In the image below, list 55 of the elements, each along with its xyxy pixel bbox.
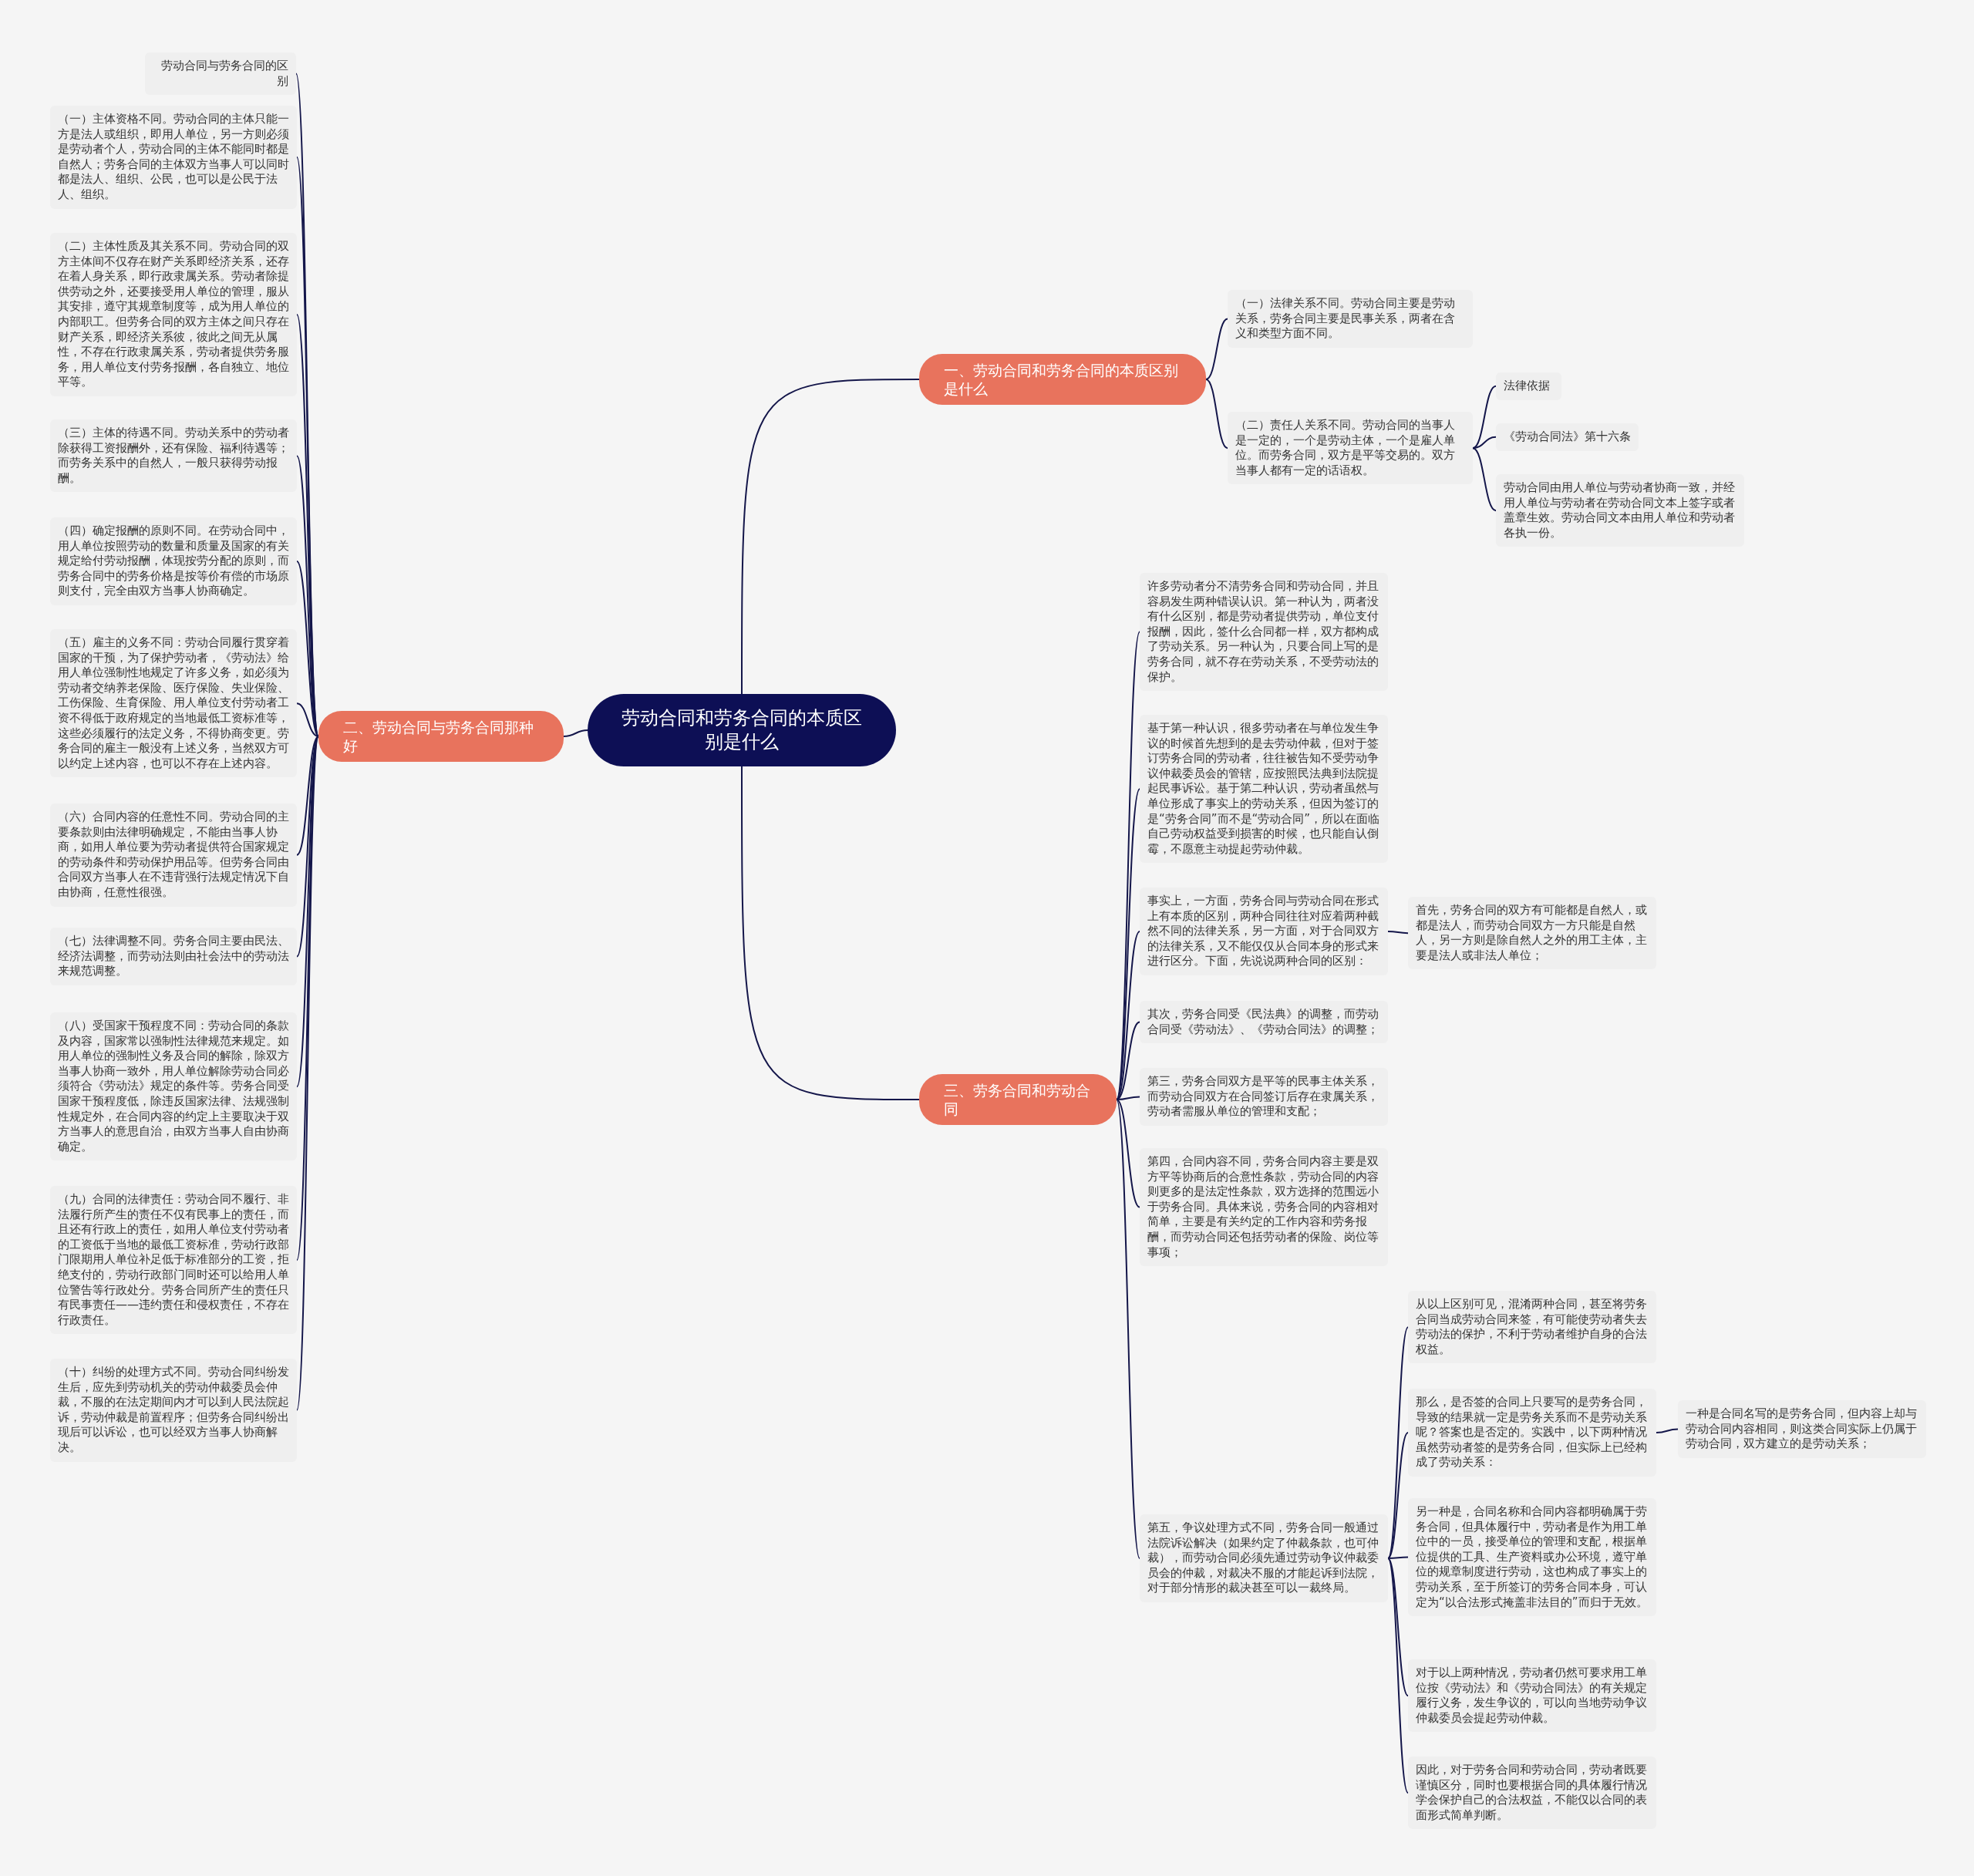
topic-box: （九）合同的法律责任：劳动合同不履行、非法履行所产生的责任不仅有民事上的责任，而且还有行政上的责任，如用人单位支付劳动者的工资低于当地的最低工资标准，劳动行政部门限期用人单位补足低于标准部分的工资，拒绝支付的，劳动行政部门同时还可以给用人单位警告等行政处分。劳务合同所产生的责任只有民事责任——违约责任和侵权责任，不存在行政责任。 <box>50 1186 297 1335</box>
topic-box: （三）主体的待遇不同。劳动关系中的劳动者除获得工资报酬外，还有保险、福利待遇等；而劳务关系中的自然人，一般只获得劳动报酬。 <box>50 419 297 493</box>
topic-box: 首先，劳务合同的双方有可能都是自然人，或都是法人，而劳动合同双方一方只能是自然人，另一方则是除自然人之外的用工主体，主要是法人或非法人单位； <box>1408 897 1656 970</box>
connector-line <box>1116 1096 1140 1100</box>
connector-line <box>1472 447 1497 512</box>
topic-box: （五）雇主的义务不同：劳动合同履行贯穿着国家的干预，为了保护劳动者，《劳动法》给用人单位强制性地规定了许多义务，如必须为劳动者交纳养老保险、医疗保险、失业保险、工伤保险、生育保险、用人单位支付劳动者工资不得低于政府规定的当地最低工资标准等，这些必须履行的法定义务，不得协商变更。劳务合同的雇主一般没有上述义务，当然双方可以约定上述内容，也可以不存在上述内容。 <box>50 629 297 778</box>
topic-box: （一）主体资格不同。劳动合同的主体只能一方是法人或组织，即用人单位，另一方则必须是劳动者个人，劳动合同的主体不能同时都是自然人；劳务合同的主体双方当事人可以同时都是法人、组织、公民，也可以是公民于法人、组织。 <box>50 106 297 209</box>
connector-line <box>741 379 920 695</box>
topic-box: 一种是合同名写的是劳务合同，但内容上却与劳动合同内容相同，则这类合同实际上仍属于劳动合同，双方建立的是劳动关系； <box>1678 1400 1926 1458</box>
topic-box: （一）法律关系不同。劳动合同主要是劳动关系，劳务合同主要是民事关系，两者在含义和类型方面不同。 <box>1228 290 1473 348</box>
connector-line <box>296 702 319 737</box>
connector-line <box>1387 1326 1409 1559</box>
connector-line <box>1205 318 1228 380</box>
connector-line <box>1116 1021 1140 1100</box>
connector-line <box>1387 1556 1409 1559</box>
topic-box: （七）法律调整不同。劳务合同主要由民法、经济法调整，而劳动法则由社会法中的劳动法来规范调整。 <box>50 928 297 985</box>
topic-box: 从以上区别可见，混淆两种合同，甚至将劳务合同当成劳动合同来签，有可能使劳动者失去劳动法的保护，不利于劳动者维护自身的合法权益。 <box>1408 1291 1656 1364</box>
connector-line <box>1387 1558 1409 1697</box>
branch-topic: 一、劳动合同和劳务合同的本质区别是什么 <box>919 354 1206 405</box>
topic-box: 第四，合同内容不同，劳务合同内容主要是双方平等协商后的合意性条款，劳动合同的内容则更多的是法定性条款，双方选择的范围远小于劳务合同。具体来说，劳务合同的内容相对简单，主要是有关约定的工作内容和劳务报酬，而劳动合同还包括劳动者的保险、岗位等事项； <box>1140 1148 1388 1267</box>
connector-line <box>1472 385 1497 450</box>
topic-box: 对于以上两种情况，劳动者仍然可要求用工单位按《劳动法》和《劳动合同法》的有关规定履行义务，发生争议的，可以向当地劳动争议仲裁委员会提起劳动仲裁。 <box>1408 1659 1656 1733</box>
topic-box: 许多劳动者分不清劳务合同和劳动合同，并且容易发生两种错误认识。第一种认为，两者没有什么区别，都是劳动者提供劳动，单位支付报酬，因此，签什么合同都一样，双方都构成了劳动关系。另一种认为，只要合同上写的是劳务合同，就不存在劳动关系，不受劳动法的保护。 <box>1140 573 1388 692</box>
topic-box: 另一种是，合同名称和合同内容都明确属于劳务合同，但具体履行中，劳动者是作为用工单位中的一员，接受单位的管理和支配，根据单位提供的工具、生产资料或办公环境，遵守单位的规章制度进行劳动，这也构成了事实上的劳动关系，至于所签订的劳务合同本身，可认定为“以合法形式掩盖非法目的”而归于无效。 <box>1408 1498 1656 1617</box>
connector-line <box>296 736 319 856</box>
topic-box: 劳动合同与劳务合同的区别 <box>145 52 296 96</box>
connector-line <box>563 729 588 737</box>
connector-line <box>1205 379 1228 450</box>
connector-line <box>1387 931 1409 935</box>
connector-line <box>1387 1432 1409 1559</box>
connector-line <box>1116 1099 1140 1208</box>
topic-box: 劳动合同由用人单位与劳动者协商一致，并经用人单位与劳动者在劳动合同文本上签字或者盖章生效。劳动合同文本由用人单位和劳动者各执一份。 <box>1496 474 1744 547</box>
topic-box: 那么，是否签的合同上只要写的是劳务合同，导致的结果就一定是劳务关系而不是劳动关系呢？答案也是否定的。实践中，以下两种情况虽然劳动者签的是劳务合同，但实际上已经构成了劳动关系： <box>1408 1389 1656 1477</box>
topic-box: 《劳动合同法》第十六条 <box>1496 423 1639 451</box>
connector-line <box>1116 1099 1140 1559</box>
topic-box: 基于第一种认识，很多劳动者在与单位发生争议的时候首先想到的是去劳动仲裁，但对于签订劳务合同的劳动者，往往被告知不受劳动争议仲裁委员会的管辖，应按照民法典到法院提起民事诉讼。基于第二种认识，劳动者虽然与单位形成了事实上的劳动关系，但因为签订的是“劳务合同”而不是“劳动合同”，所以在面临自己劳动权益受到损害的时候，也只能自认倒霉，不愿意主动提起劳动仲裁。 <box>1140 715 1388 864</box>
branch-topic: 三、劳务合同和劳动合同 <box>919 1074 1117 1125</box>
topic-box: 因此，对于劳务合同和劳动合同，劳动者既要谨慎区分，同时也要根据合同的具体履行情况学会保护自己的合法权益，不能仅以合同的表面形式简单判断。 <box>1408 1756 1656 1830</box>
connector-line <box>1656 1428 1679 1433</box>
topic-box: （四）确定报酬的原则不同。在劳动合同中，用人单位按照劳动的数量和质量及国家的有关规定给付劳动报酬，体现按劳分配的原则，而劳务合同中的劳务价格是按等价有偿的市场原则支付，完全由双方当事人协商确定。 <box>50 517 297 605</box>
connector-line <box>741 766 920 1100</box>
topic-box: （六）合同内容的任意性不同。劳动合同的主要条款则由法律明确规定，不能由当事人协商，如用人单位要为劳动者提供符合国家规定的劳动条件和劳动保护用品等。但劳务合同由合同双方当事人在不违背强行法规定情况下自由协商，任意性很强。 <box>50 803 297 907</box>
branch-topic: 二、劳动合同与劳务合同那种好 <box>318 711 564 762</box>
topic-box: （二）主体性质及其关系不同。劳动合同的双方主体间不仅存在财产关系即经济关系，还存在着人身关系，即行政隶属关系。劳动者除提供劳动之外，还要接受用人单位的管理，服从其安排，遵守其规章制度等，成为用人单位的内部职工。但劳务合同的双方主体之间只存在财产关系，即经济关系彼，彼此之间无从属性，不存在行政隶属关系，劳动者提供劳务服务，用人单位支付劳务报酬，各自独立、地位平等。 <box>50 233 297 396</box>
topic-box: 事实上，一方面，劳务合同与劳动合同在形式上有本质的区别，两种合同往往对应着两种截然不同的法律关系，另一方面，对于合同双方的法律关系，又不能仅仅从合同本身的形式来进行区分。下面，先说说两种合同的区别： <box>1140 887 1388 975</box>
topic-box: 第五，争议处理方式不同，劳务合同一般通过法院诉讼解决（如果约定了仲裁条款，也可仲裁），而劳动合同必须先通过劳动争议仲裁委员会的仲裁，对裁决不服的才能起诉到法院，对于部分情形的裁决甚至可以一裁终局。 <box>1140 1514 1388 1602</box>
connector-line <box>1387 1558 1409 1794</box>
topic-box: 第三，劳务合同双方是平等的民事主体关系，而劳动合同双方在合同签订后存在隶属关系，劳动者需服从单位的管理和支配； <box>1140 1068 1388 1126</box>
topic-box: 法律依据 <box>1496 372 1561 400</box>
topic-box: （八）受国家干预程度不同：劳动合同的条款及内容，国家常以强制性法律规范来规定。如用人单位的强制性义务及合同的解除，除双方当事人协商一致外，用人单位解除劳动合同必须符合《劳动法》规定的条件等。劳务合同受国家干预程度低，除违反国家法律、法规强制性规定外，在合同内容的约定上主要取决于双方当事人的意思自治，由双方当事人自由协商确定。 <box>50 1012 297 1161</box>
connector-line <box>296 561 319 737</box>
central-topic: 劳动合同和劳务合同的本质区别是什么 <box>588 694 896 766</box>
topic-box: 其次，劳务合同受《民法典》的调整，而劳动合同受《劳动法》、《劳动合同法》的调整； <box>1140 1001 1388 1044</box>
topic-box: （二）责任人关系不同。劳动合同的当事人是一定的，一个是劳动主体，一个是雇人单位。而劳务合同，双方是平等交易的。双方当事人都有一定的话语权。 <box>1228 412 1473 485</box>
topic-box: （十）纠纷的处理方式不同。劳动合同纠纷发生后，应先到劳动机关的劳动仲裁委员会仲裁，不服的在法定期间内才可以到人民法院起诉，劳动仲裁是前置程序；但劳务合同纠纷出现后可以诉讼，也可以经双方当事人协商解决。 <box>50 1359 297 1462</box>
